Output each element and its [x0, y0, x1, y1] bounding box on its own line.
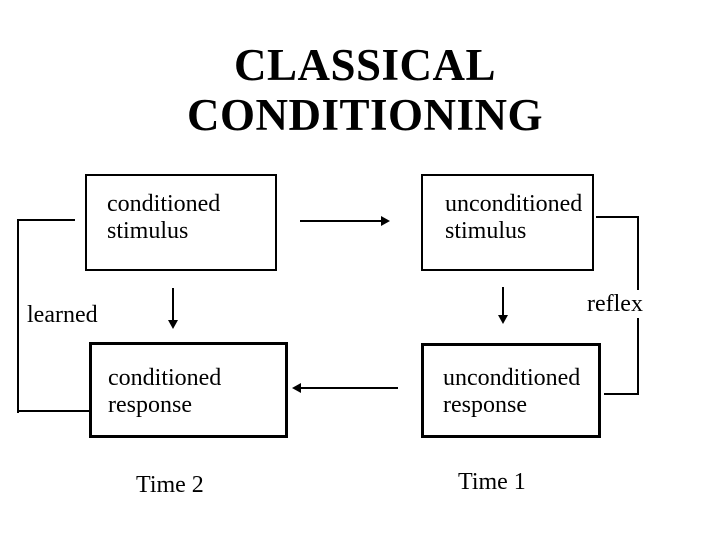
box-unconditioned-stimulus-line1: unconditioned	[445, 191, 583, 217]
arrow-cs-to-us-head-icon	[381, 216, 390, 226]
label-learned: learned	[27, 302, 98, 328]
label-time-1: Time 1	[458, 469, 526, 495]
label-time-2: Time 2	[136, 472, 204, 498]
box-unconditioned-response: unconditioned response	[421, 343, 601, 438]
learned-bracket-bottom-line	[17, 410, 89, 412]
arrow-cs-to-cr-head-icon	[168, 320, 178, 329]
arrow-ur-to-cr-line	[300, 387, 398, 389]
arrow-us-to-ur-head-icon	[498, 315, 508, 324]
box-conditioned-stimulus: conditioned stimulus	[85, 174, 277, 271]
box-conditioned-response: conditioned response	[89, 342, 288, 438]
slide-title: CLASSICAL CONDITIONING	[0, 40, 720, 140]
arrow-us-to-ur-line	[502, 287, 504, 316]
arrow-cs-to-us-line	[300, 220, 382, 222]
box-conditioned-stimulus-line2: stimulus	[107, 218, 189, 244]
box-unconditioned-response-line1: unconditioned	[443, 365, 581, 391]
learned-bracket-top-line	[18, 219, 75, 221]
label-reflex: reflex	[586, 290, 649, 318]
title-line-2: CONDITIONING	[186, 90, 544, 140]
box-unconditioned-stimulus: unconditioned stimulus	[421, 174, 594, 271]
box-conditioned-response-line2: response	[108, 392, 192, 418]
box-conditioned-response-line1: conditioned	[108, 365, 222, 391]
learned-bracket-vertical-line	[17, 219, 19, 413]
reflex-bracket-top-line	[596, 216, 639, 218]
box-unconditioned-response-line2: response	[443, 392, 527, 418]
title-line-1: CLASSICAL	[233, 40, 497, 90]
box-unconditioned-stimulus-line2: stimulus	[445, 218, 527, 244]
arrow-cs-to-cr-line	[172, 288, 174, 321]
arrow-ur-to-cr-head-icon	[292, 383, 301, 393]
box-conditioned-stimulus-line1: conditioned	[107, 191, 221, 217]
reflex-bracket-bottom-line	[604, 393, 639, 395]
